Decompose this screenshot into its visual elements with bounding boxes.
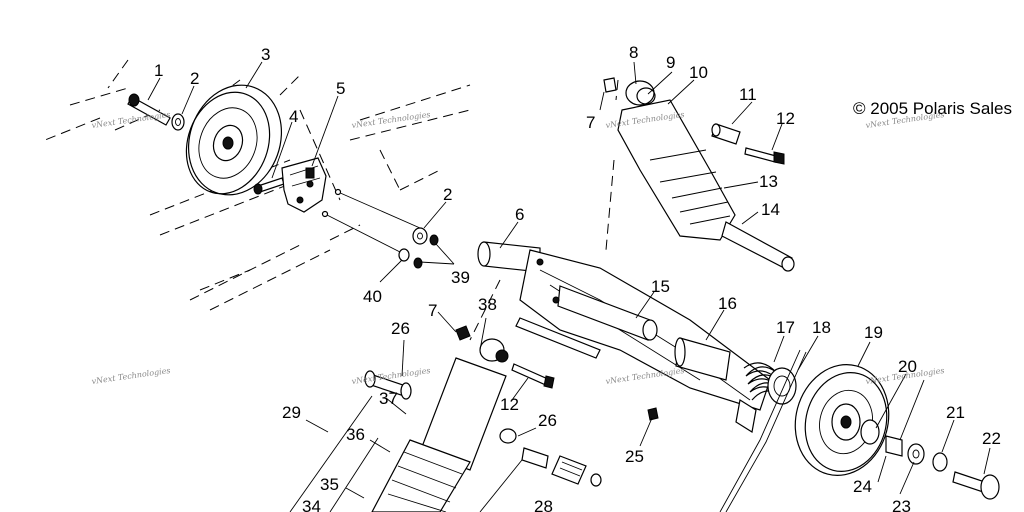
watermark-text: vNext Technologies xyxy=(351,110,431,130)
callout-1: 1 xyxy=(154,61,163,80)
callout-12: 12 xyxy=(776,109,795,128)
axle-rods xyxy=(321,188,439,269)
callout-8: 8 xyxy=(629,43,638,62)
leader-lines xyxy=(147,61,991,499)
callout-20: 20 xyxy=(898,357,917,376)
small-hardware xyxy=(289,325,659,512)
callout-34: 34 xyxy=(302,497,321,512)
callout-21: 21 xyxy=(946,403,965,422)
callout-29: 29 xyxy=(282,403,301,422)
watermark-text: vNext Technologies xyxy=(605,366,685,386)
callout-18: 18 xyxy=(812,318,831,337)
callout-numbers: 1 2 3 4 5 2 39 40 6 7 8 9 10 11 12 13 14… xyxy=(154,43,1001,512)
upper-shock-assembly xyxy=(603,77,795,272)
bracket-assembly xyxy=(253,157,327,213)
callout-39: 39 xyxy=(451,268,470,287)
callout-25: 25 xyxy=(625,447,644,466)
callout-4: 4 xyxy=(289,107,298,126)
callout-6: 6 xyxy=(515,205,524,224)
rear-wheel-assembly xyxy=(794,364,1000,500)
callout-26: 26 xyxy=(391,319,410,338)
callout-17: 17 xyxy=(776,318,795,337)
callout-11: 11 xyxy=(739,85,757,104)
swing-arm-assembly xyxy=(477,241,771,433)
lower-shock-assembly xyxy=(329,338,509,512)
callout-28: 28 xyxy=(534,497,553,512)
callout-12: 12 xyxy=(500,395,519,414)
callout-14: 14 xyxy=(761,200,780,219)
callout-7: 7 xyxy=(586,113,595,132)
callout-23: 23 xyxy=(892,497,911,512)
callout-37: 37 xyxy=(379,389,398,408)
callout-13: 13 xyxy=(759,172,778,191)
callout-22: 22 xyxy=(982,429,1001,448)
spring-assembly xyxy=(719,349,807,512)
callout-2: 2 xyxy=(190,69,199,88)
callout-36: 36 xyxy=(346,425,365,444)
callout-2: 2 xyxy=(443,185,452,204)
callout-16: 16 xyxy=(718,294,737,313)
callout-10: 10 xyxy=(689,63,708,82)
callout-7: 7 xyxy=(428,301,437,320)
callout-9: 9 xyxy=(666,53,675,72)
idler-wheel-assembly xyxy=(127,84,283,196)
construction-lines xyxy=(44,59,619,341)
callout-19: 19 xyxy=(864,323,883,342)
callout-24: 24 xyxy=(853,477,872,496)
callout-5: 5 xyxy=(336,79,345,98)
callout-35: 35 xyxy=(320,475,339,494)
copyright-text: © 2005 Polaris Sales xyxy=(853,99,1012,118)
callout-40: 40 xyxy=(363,287,382,306)
callout-15: 15 xyxy=(651,277,670,296)
watermark-text: vNext Technologies xyxy=(91,366,171,386)
callout-26: 26 xyxy=(538,411,557,430)
watermark-text: vNext Technologies xyxy=(91,110,171,130)
callout-3: 3 xyxy=(261,45,270,64)
callout-38: 38 xyxy=(478,295,497,314)
